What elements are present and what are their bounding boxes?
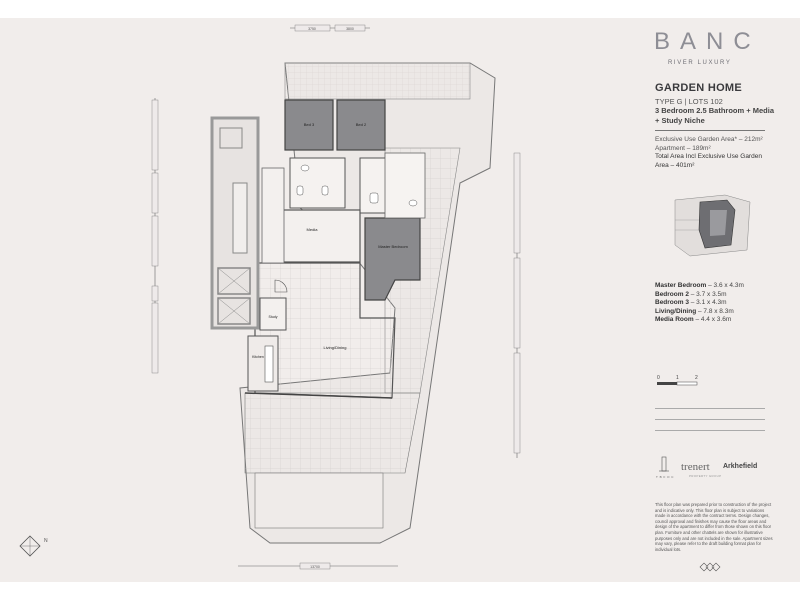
area-garden: Exclusive Use Garden Area* – 212m² (655, 136, 763, 143)
trenert-logo: trenert (681, 461, 710, 473)
disclaimer: This floor plan was prepared prior to co… (655, 502, 773, 552)
toilet-icon (321, 185, 329, 196)
room-size-row: Bedroom 3 – 3.1 x 4.3m (655, 299, 727, 306)
plan-type-line: TYPE G | LOTS 102 (655, 97, 723, 106)
basin-icon (300, 164, 310, 172)
tbfoc-logo-text: T B F O C (656, 475, 674, 479)
top-terrace (284, 62, 471, 100)
floor-plan: 3750 3800 (151, 24, 521, 570)
area-total: Total Area Incl Exclusive Use Garden Are… (655, 153, 762, 169)
basin-icon (408, 199, 418, 207)
label-media: Media (307, 227, 319, 232)
top-dimensions: 3750 3800 (290, 24, 370, 32)
label-kitchen: Kitchen (252, 355, 264, 359)
kitchen-island (264, 345, 274, 383)
room-sizes: Master Bedroom – 3.6 x 4.3m Bedroom 2 – … (655, 282, 744, 325)
walk-in-robe (384, 152, 426, 219)
brand-logos: T B F O C trenert PROPERTY GROUP Arkhefi… (655, 453, 775, 481)
tbfoc-logo-icon (659, 456, 669, 472)
bottom-garden (244, 392, 421, 474)
toilet-icon (369, 192, 379, 204)
arkhefield-logo: Arkhefield (723, 463, 758, 470)
building-core (210, 116, 260, 330)
room-size-row: Master Bedroom – 3.6 x 4.3m (655, 282, 744, 289)
bathroom-1 (289, 157, 346, 209)
info-panel: BANC RIVER LUXURY GARDEN HOME TYPE G | L… (640, 18, 780, 582)
glazing-line (244, 392, 393, 399)
right-dimensions (513, 152, 521, 458)
dim-top-right: 3800 (346, 27, 354, 31)
divider (655, 130, 765, 131)
brand-subtitle: RIVER LUXURY (668, 60, 732, 66)
dim-bottom: 13700 (310, 565, 320, 569)
label-study: Study (269, 315, 278, 319)
label-bed2: Bed 2 (356, 122, 367, 127)
lower-terrace (254, 472, 384, 529)
hallway (261, 167, 285, 264)
label-bed3: Bed 3 (304, 122, 315, 127)
label-master: Master Bedroom (378, 244, 408, 249)
north-compass-icon: N (19, 535, 48, 557)
plan-description: 3 Bedroom 2.5 Bathroom + Media + Study N… (655, 106, 774, 125)
room-size-row: Bedroom 2 – 3.7 x 3.5m (655, 290, 727, 298)
dim-top-left: 3750 (308, 27, 316, 31)
scale-bar: 0 1 2 (657, 375, 698, 386)
kitchen (247, 335, 279, 392)
brand-logo: BANC (654, 28, 761, 55)
site-keyplan (655, 190, 765, 262)
bottom-dimension: 13700 (238, 562, 398, 570)
room-size-row: Media Room – 4.4 x 3.6m (655, 316, 732, 323)
toilet-icon (296, 185, 304, 196)
door-swing (274, 279, 288, 293)
floorplan-sheet: 3750 3800 (0, 18, 800, 582)
room-size-row: Living/Dining – 7.8 x 8.3m (655, 307, 734, 315)
area-summary: Exclusive Use Garden Area* – 212m² Apart… (655, 136, 777, 170)
notes-lines (655, 408, 765, 441)
bedroom-2 (336, 99, 386, 151)
svg-text:2: 2 (695, 375, 698, 381)
label-living: Living/Dining (324, 345, 347, 350)
plan-title: GARDEN HOME (655, 82, 743, 94)
svg-text:1: 1 (676, 375, 679, 381)
area-apartment: Apartment – 189m² (655, 144, 711, 152)
svg-text:0: 0 (657, 375, 660, 381)
study-niche (259, 297, 287, 331)
trenert-logo-sub: PROPERTY GROUP (689, 474, 722, 478)
media-room (274, 209, 361, 263)
left-dimensions (151, 98, 159, 374)
svg-text:N: N (44, 538, 48, 544)
diamond-mark-icon (699, 562, 721, 572)
bedroom-3 (284, 99, 334, 151)
